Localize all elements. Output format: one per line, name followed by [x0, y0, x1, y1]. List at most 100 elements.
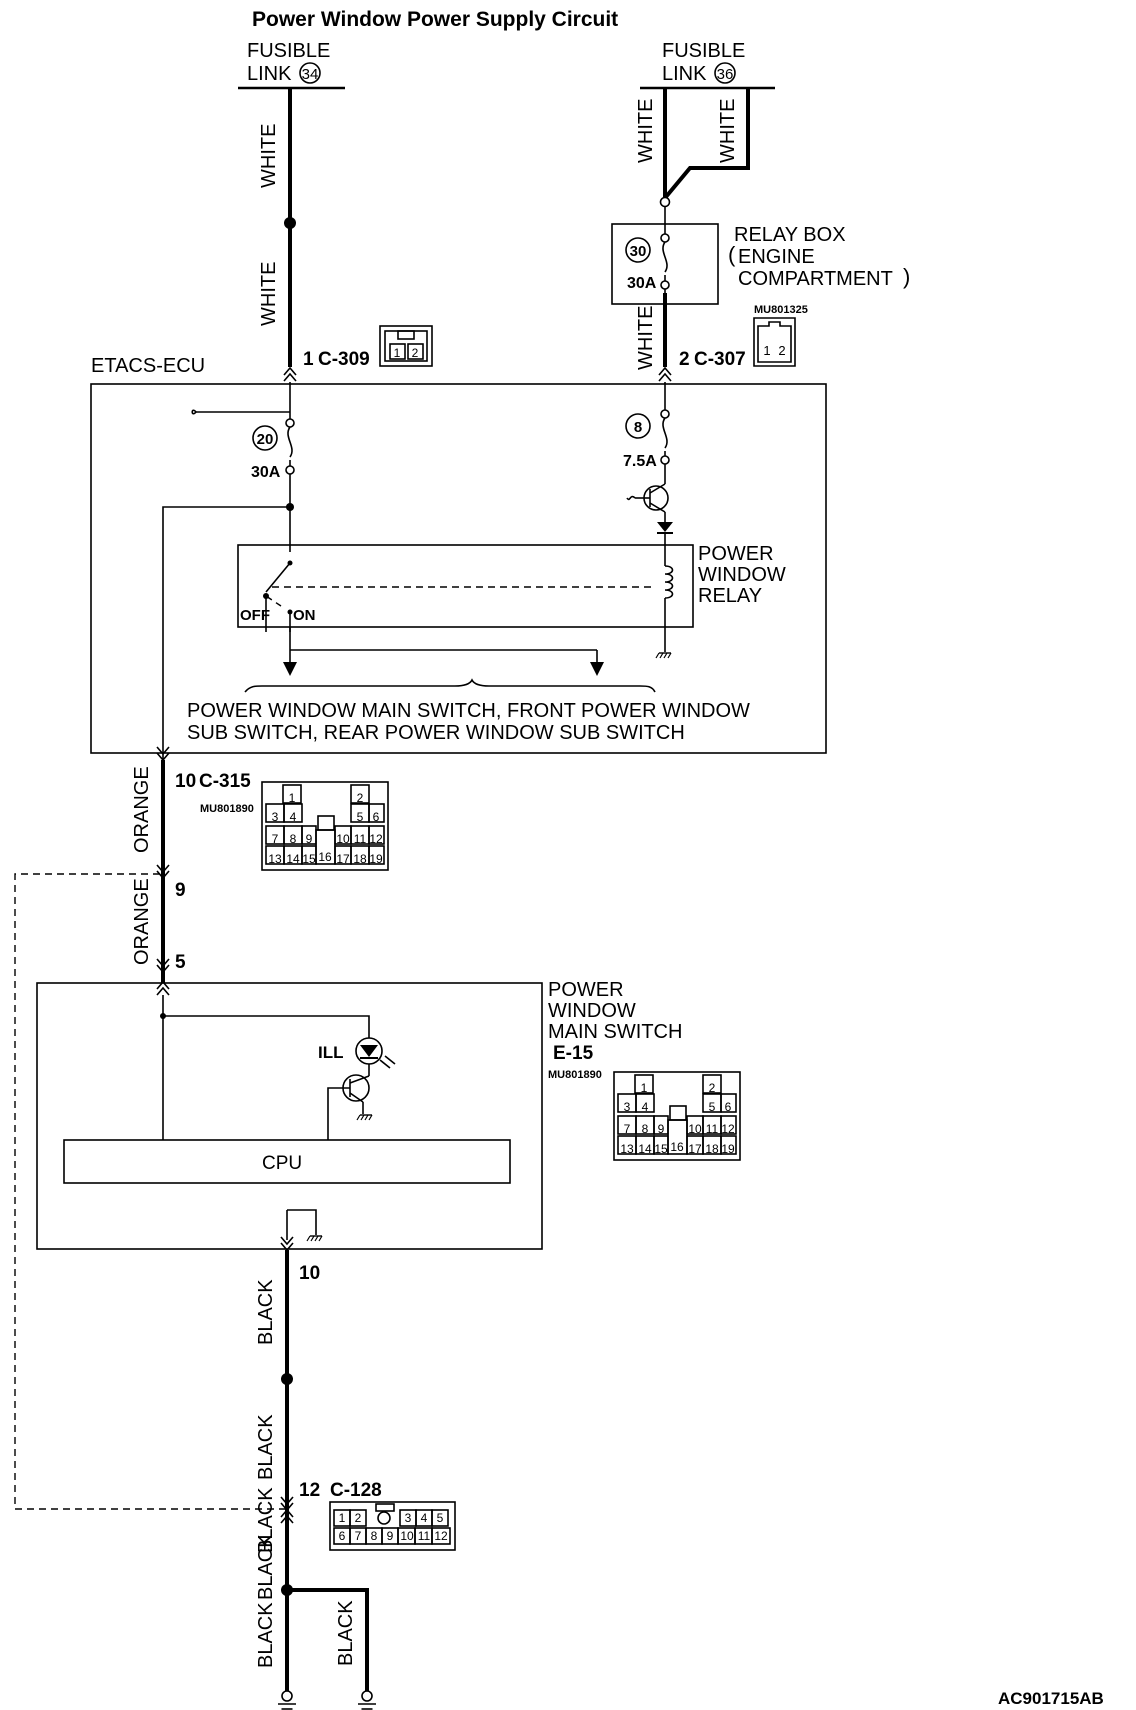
- left-white-wire: WHITE WHITE: [258, 88, 296, 367]
- c128-pin-6: 6: [339, 1529, 346, 1543]
- pin-number: 2: [778, 343, 785, 358]
- e15-pin-18: 18: [705, 1142, 719, 1156]
- e15-pin-14: 14: [638, 1142, 652, 1156]
- wire-color-label: WHITE: [635, 306, 657, 370]
- e15-pin-13: 13: [620, 1142, 634, 1156]
- connector-part-number: MU801890: [548, 1069, 602, 1081]
- figure-code: AC901715AB: [998, 1689, 1104, 1708]
- link-label: LINK: [247, 63, 292, 85]
- c128-pin-4: 4: [421, 1511, 428, 1525]
- wire-color-label: BLACK: [255, 1414, 277, 1480]
- connector-pin: 2: [679, 349, 690, 370]
- relay-output-label: POWER WINDOW MAIN SWITCH, FRONT POWER WI…: [187, 700, 750, 722]
- connector-pin: 12: [299, 1480, 320, 1501]
- fuse-number: 8: [634, 419, 642, 436]
- connector-c-309: 1 C-309 1 2: [303, 325, 433, 370]
- connector-pin: 10: [175, 771, 196, 792]
- e15-pin-11: 11: [706, 1122, 719, 1136]
- c128-pin-5: 5: [437, 1511, 444, 1525]
- c128-pin-12: 12: [434, 1529, 448, 1543]
- fuse-number: 30: [630, 243, 647, 260]
- e15-pin-16: 16: [670, 1140, 684, 1154]
- fuse-rating: 30A: [627, 275, 657, 292]
- cpu-label: CPU: [262, 1153, 302, 1174]
- e15-pin-3: 3: [624, 1100, 631, 1114]
- e15-pin-7: 7: [624, 1122, 631, 1136]
- pin-number: 1: [763, 343, 770, 358]
- pin-number: 2: [412, 346, 419, 360]
- fusible-label: FUSIBLE: [662, 40, 745, 62]
- e15-pin-9: 9: [658, 1122, 665, 1136]
- e15-pin-6: 6: [725, 1100, 732, 1114]
- connector-part-number: MU801325: [754, 304, 808, 316]
- e15-pin-15: 15: [654, 1142, 668, 1156]
- connector-pin: 9: [175, 880, 186, 901]
- c315-pin-3: 3: [272, 810, 279, 824]
- link-label: LINK: [662, 63, 707, 85]
- c315-pin-2: 2: [357, 791, 364, 805]
- connector-c-315: 10 C-315 MU801890: [156, 746, 389, 871]
- fusible-link-number: 34: [302, 66, 319, 83]
- fusible-link-36: FUSIBLE LINK 36: [640, 40, 775, 90]
- svg-text:(: (: [728, 242, 736, 267]
- svg-text:): ): [903, 264, 910, 289]
- e15-pin-4: 4: [642, 1100, 649, 1114]
- c315-pin-12: 12: [369, 832, 383, 846]
- c315-pin-14: 14: [286, 852, 300, 866]
- c315-pin-1: 1: [289, 791, 296, 805]
- main-switch-label: WINDOW: [548, 1000, 636, 1022]
- wire-color-label: BLACK: [255, 1534, 277, 1600]
- relay-off-label: OFF: [240, 607, 270, 624]
- main-switch-label: POWER: [548, 979, 624, 1001]
- ground-icon: [357, 1703, 377, 1710]
- c315-pin-13: 13: [268, 852, 282, 866]
- c128-pin-7: 7: [355, 1529, 362, 1543]
- connector-pin: 10: [299, 1263, 320, 1284]
- diagram-title: Power Window Power Supply Circuit: [252, 8, 618, 31]
- fuse-rating: 30A: [251, 464, 281, 481]
- c128-pin-9: 9: [387, 1529, 394, 1543]
- e15-pin-2: 2: [709, 1081, 716, 1095]
- e15-pin-8: 8: [642, 1122, 649, 1136]
- c315-pin-6: 6: [373, 810, 380, 824]
- orange-wire: ORANGE ORANGE 9 5: [131, 760, 186, 983]
- black-wire: 10 BLACK BLACK 12 C-128 BLACK BLACK BLAC…: [255, 1250, 382, 1710]
- power-window-main-switch: ILL CPU POWER WINDOW MAIN SWITCH E-15 MU…: [36, 979, 741, 1251]
- connector-pin: 1: [303, 349, 314, 370]
- c315-pin-5: 5: [357, 810, 364, 824]
- relay-box-label: ENGINE: [738, 246, 815, 268]
- c315-pin-7: 7: [272, 832, 279, 846]
- connector-name: C-309: [318, 349, 370, 370]
- ill-label: ILL: [318, 1043, 344, 1062]
- wire-color-label: WHITE: [717, 99, 739, 163]
- c128-pin-2: 2: [355, 1511, 362, 1525]
- c315-pin-4: 4: [290, 810, 297, 824]
- fuse-number: 20: [257, 431, 274, 448]
- c128-pin-1: 1: [339, 1511, 346, 1525]
- c128-pin-10: 10: [400, 1529, 414, 1543]
- c315-pin-17: 17: [336, 852, 350, 866]
- c315-pin-15: 15: [302, 852, 316, 866]
- relay-label: POWER: [698, 543, 774, 565]
- wire-color-label: WHITE: [258, 262, 280, 326]
- main-switch-id: E-15: [553, 1043, 594, 1064]
- main-switch-label: MAIN SWITCH: [548, 1021, 682, 1043]
- c315-pin-16: 16: [318, 850, 332, 864]
- c315-pin-9: 9: [306, 832, 313, 846]
- c315-pin-10: 10: [336, 832, 350, 846]
- c315-pin-11: 11: [354, 832, 367, 846]
- c128-pin-11: 11: [418, 1529, 431, 1543]
- relay-box-fuse-30: 30 30A RELAY BOX ( ENGINE COMPARTMENT ): [611, 206, 910, 305]
- fuse-rating: 7.5A: [623, 453, 657, 470]
- e15-pin-12: 12: [721, 1122, 735, 1136]
- relay-output-label: SUB SWITCH, REAR POWER WINDOW SUB SWITCH: [187, 722, 685, 744]
- connector-pin: 5: [175, 952, 186, 973]
- c315-pin-8: 8: [290, 832, 297, 846]
- c315-pin-18: 18: [353, 852, 367, 866]
- relay-on-label: ON: [293, 607, 316, 624]
- c315-pin-19: 19: [369, 852, 383, 866]
- pin-number: 1: [394, 346, 401, 360]
